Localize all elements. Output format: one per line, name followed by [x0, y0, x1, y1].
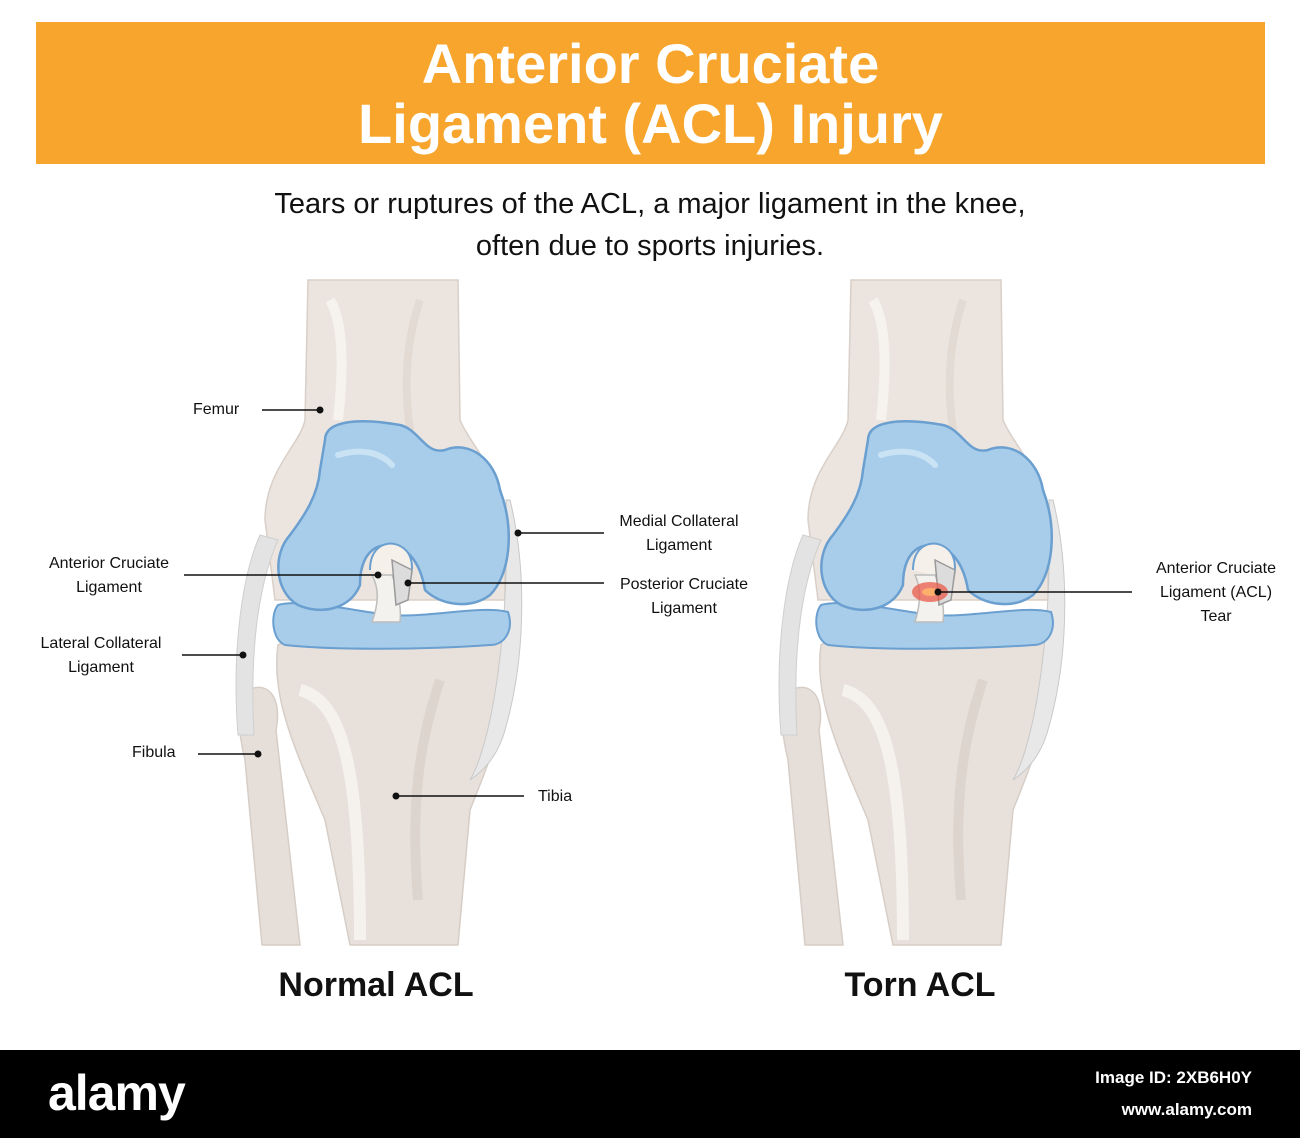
torn-knee-drawing: [779, 280, 1132, 945]
normal-knee-drawing: [182, 280, 604, 945]
label-mcl: Medial Collateral Ligament: [619, 513, 739, 554]
title-line-1: Anterior Cruciate: [421, 32, 880, 95]
label-pcl: Posterior Cruciate Ligament: [619, 576, 749, 617]
title-banner: Anterior Cruciate Ligament (ACL) Injury: [36, 22, 1265, 164]
subtitle-line-1: Tears or ruptures of the ACL, a major li…: [274, 188, 1026, 220]
label-acl-tear: Anterior Cruciate Ligament (ACL) Tear: [1155, 560, 1277, 625]
label-acl: Anterior Cruciate Ligament: [48, 555, 170, 596]
image-id: Image ID: 2XB6H0Y: [1095, 1068, 1252, 1087]
title-line-2: Ligament (ACL) Injury: [358, 92, 943, 155]
pcl: [391, 558, 413, 607]
page-title: Anterior Cruciate Ligament (ACL) Injury: [36, 34, 1265, 154]
caption-torn-acl: Torn ACL: [844, 966, 996, 1004]
site-url: www.alamy.com: [1121, 1100, 1252, 1119]
label-fibula: Fibula: [132, 744, 176, 761]
footer-bar: alamy Image ID: 2XB6H0Y www.alamy.com: [0, 1050, 1300, 1138]
knee-illustrations: [182, 0, 1132, 1050]
caption-normal-acl: Normal ACL: [278, 966, 474, 1004]
label-femur: Femur: [193, 401, 240, 418]
subtitle-line-2: often due to sports injuries.: [475, 230, 825, 262]
subtitle: Tears or ruptures of the ACL, a major li…: [0, 183, 1300, 267]
label-tibia: Tibia: [538, 788, 573, 805]
label-lcl: Lateral Collateral Ligament: [40, 635, 162, 676]
brand-logo: alamy: [48, 1065, 186, 1121]
